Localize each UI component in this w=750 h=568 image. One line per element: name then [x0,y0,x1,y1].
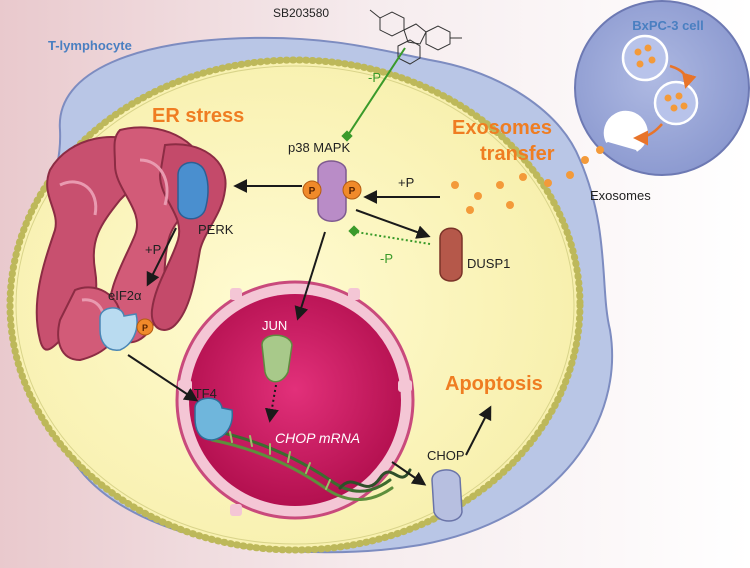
arrow-mrna-to-chop [391,461,427,486]
jun-label: JUN [262,318,287,333]
arrow-p38-to-dusp1 [355,209,431,239]
inhibition-drug-to-p38 [347,47,406,136]
arrow-perk-to-eif2a [146,227,177,287]
drug-label: SB203580 [273,6,329,20]
t-lymphocyte-label: T-lymphocyte [48,38,132,53]
chop-label: CHOP [427,448,465,463]
plus-p-exosome-label: +P [398,175,414,190]
dusp1-label: DUSP1 [467,256,510,271]
p38-phospho-left-label: P [309,186,316,197]
exosomes-transfer-label-line1: Exosomes [452,117,552,139]
bxpc3-label: BxPC-3 cell [632,18,704,33]
inhibition-drug-to-p38-head [341,130,353,142]
perk-protein [177,161,209,220]
jun-protein [261,334,293,383]
inhibition-dusp1-to-p38 [355,231,431,245]
p38-label: p38 MAPK [288,140,350,155]
arrow-jun-to-mrna-dotted [264,384,279,423]
arrow-p38-to-jun [294,231,326,321]
eif2a-label: eIF2α [108,288,142,303]
perk-label: PERK [198,222,234,237]
chop-mrna-strand [208,428,412,502]
plasma-membrane [6,56,584,554]
chop-protein [431,469,463,522]
sb203580-structure-icon [369,9,462,65]
atf4-protein [194,397,234,441]
bxpc3-cell [574,0,750,176]
plus-p-perk-label: +P [145,242,161,257]
minus-p-dusp1-label: -P [380,251,393,266]
inhibition-dusp1-to-p38-head [348,225,360,237]
dusp1-protein [439,227,463,282]
apoptosis-label: Apoptosis [445,373,543,395]
er-stress-label: ER stress [152,105,244,127]
eif2a-phospho-label: P [142,323,148,333]
arrow-eif2a-to-atf4 [127,354,199,402]
arrow-chop-to-apoptosis [465,405,492,456]
nucleus [175,280,415,520]
p38-phospho-right-label: P [349,186,356,197]
minus-p-drug-label: -P [368,70,381,85]
exosomes-transfer-label-line2: transfer [480,143,555,165]
exosomes-label: Exosomes [590,188,651,203]
exosome-particles [451,146,604,214]
p38-mapk-protein: P P [302,160,362,222]
chop-mrna-label: CHOP mRNA [275,430,360,446]
atf4-label: ATF4 [186,386,217,401]
pathway-arrows [127,179,492,486]
eif2a-protein: P [99,307,154,351]
